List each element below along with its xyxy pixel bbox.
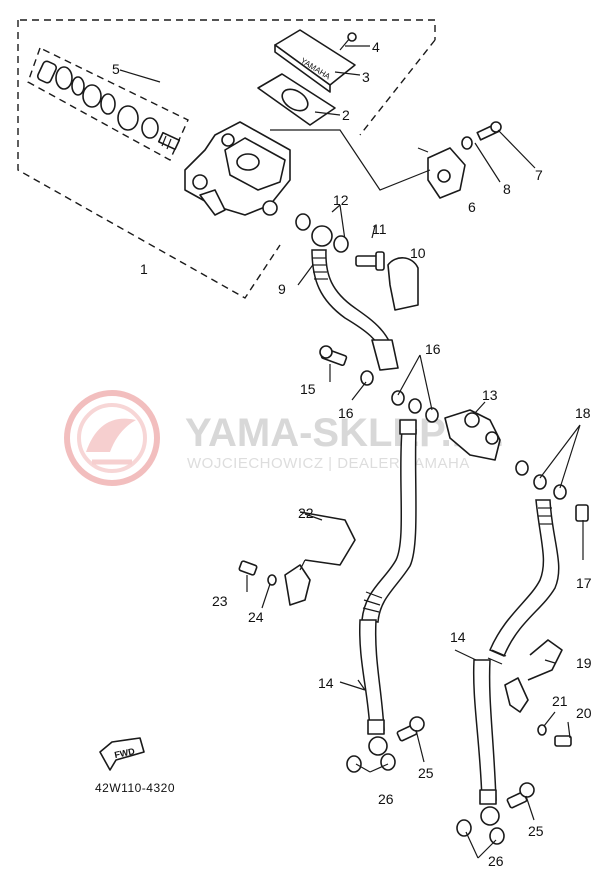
callout-4: 4 bbox=[372, 39, 380, 55]
callout-13: 13 bbox=[482, 387, 498, 403]
right-brake-hose bbox=[472, 499, 560, 826]
union-washers-icon bbox=[346, 753, 505, 845]
banjo-bolt-icon bbox=[355, 251, 385, 271]
callout-16-left: 16 bbox=[338, 405, 354, 421]
callout-16-right: 16 bbox=[425, 341, 441, 357]
cap-screw-icon bbox=[339, 32, 357, 51]
forward-arrow-icon: FWD bbox=[99, 737, 145, 771]
callout-18: 18 bbox=[575, 405, 591, 421]
union-bolt-right-icon bbox=[506, 782, 535, 809]
union-bolt-left-icon bbox=[396, 716, 425, 742]
callout-11: 11 bbox=[372, 221, 387, 237]
callout-26-right: 26 bbox=[488, 853, 504, 869]
callout-20: 20 bbox=[576, 705, 592, 721]
watermark: YAMA-SKLEP.PL WOJCIECHOWICZ | DEALER YAM… bbox=[64, 390, 503, 486]
lever-holder bbox=[417, 147, 466, 199]
callout-10: 10 bbox=[410, 245, 426, 261]
callout-7: 7 bbox=[535, 167, 543, 183]
callout-3: 3 bbox=[362, 69, 370, 85]
callout-23: 23 bbox=[212, 593, 228, 609]
watermark-logo-icon bbox=[64, 390, 160, 486]
callout-26-left: 26 bbox=[378, 791, 394, 807]
joint-bolt-icon bbox=[319, 345, 348, 367]
callout-15: 15 bbox=[300, 381, 316, 397]
clamp-bolts-icon bbox=[238, 560, 572, 747]
callout-19: 19 bbox=[576, 655, 592, 671]
callout-24: 24 bbox=[248, 609, 264, 625]
part-code: 42W110-4320 bbox=[95, 781, 175, 795]
upper-brake-hose bbox=[295, 213, 399, 371]
callout-1: 1 bbox=[140, 261, 148, 277]
callout-17: 17 bbox=[576, 575, 592, 591]
callout-25-left: 25 bbox=[418, 765, 434, 781]
hose-boot-icon bbox=[387, 257, 419, 311]
hose-clamp-left bbox=[284, 511, 356, 606]
assembly-1-outline bbox=[17, 19, 436, 299]
fwd-label: FWD bbox=[114, 746, 137, 760]
callout-14-left: 14 bbox=[318, 675, 334, 691]
callout-14-right: 14 bbox=[450, 629, 466, 645]
callout-25-right: 25 bbox=[528, 823, 544, 839]
copper-washers-icon bbox=[360, 370, 567, 500]
callout-9: 9 bbox=[278, 281, 286, 297]
assembly-5-outline bbox=[27, 47, 189, 161]
holder-bolt-icon bbox=[476, 121, 502, 141]
callout-21: 21 bbox=[552, 693, 568, 709]
callout-22: 22 bbox=[298, 505, 314, 521]
brake-hose-joint bbox=[444, 409, 501, 461]
leader-lines-lower bbox=[246, 354, 584, 859]
left-brake-hose bbox=[358, 419, 417, 756]
bleed-bolt-icon bbox=[575, 504, 589, 522]
master-cylinder-body bbox=[184, 121, 291, 216]
piston-kit bbox=[36, 60, 181, 151]
holder-washer-icon bbox=[461, 136, 473, 150]
callout-8: 8 bbox=[503, 181, 511, 197]
callout-5: 5 bbox=[112, 61, 120, 77]
watermark-subtitle: WOJCIECHOWICZ | DEALER YAMAHA bbox=[187, 455, 470, 472]
callout-6: 6 bbox=[468, 199, 476, 215]
callout-12: 12 bbox=[333, 192, 349, 208]
reservoir-cap: YAMAHA bbox=[274, 29, 356, 93]
callout-2: 2 bbox=[342, 107, 350, 123]
